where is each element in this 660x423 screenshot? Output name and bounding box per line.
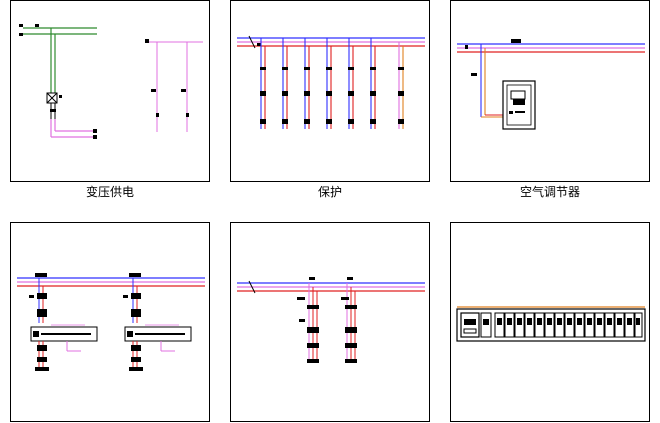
caption-transformer-supply: 变压供电 [85,185,134,199]
air-conditioner-drawing [457,39,645,130]
caption-air-conditioner: 空气调节器 [519,185,580,199]
diagram-panel-cabinet-layout[interactable] [450,222,650,422]
diagram-panel-protection[interactable] [230,0,430,182]
diagram-panel-air-conditioner[interactable] [450,0,650,182]
protection-drawing [237,35,425,129]
cabinet-layout-drawing [456,306,646,342]
transformer-supply-drawing [19,24,203,139]
diagram-panel-transformer-supply[interactable] [10,0,210,182]
motor-circuits-drawing [237,277,425,363]
diagram-panel-distribution-boards[interactable] [10,222,210,422]
diagram-panel-motor-circuits[interactable] [230,222,430,422]
caption-protection: 保护 [317,185,342,199]
distribution-boards-drawing [17,273,205,371]
